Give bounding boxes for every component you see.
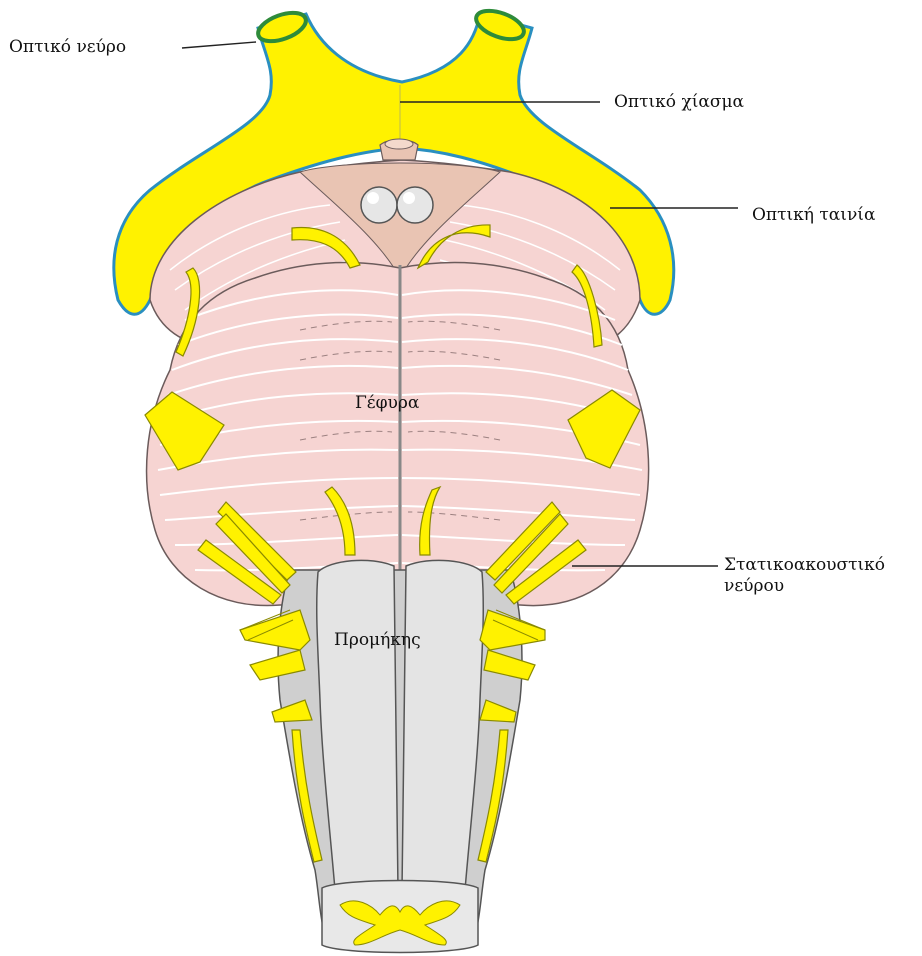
label-optic-nerve: Οπτικό νεύρο xyxy=(9,37,126,58)
label-vestibulocochlear-line1: Στατικοακουστικό xyxy=(724,555,885,576)
label-vestibulocochlear-line2: νεύρου xyxy=(724,576,885,597)
label-optic-tract: Οπτική ταινία xyxy=(752,205,875,226)
label-medulla: Προμήκης xyxy=(334,630,421,651)
label-vestibulocochlear: Στατικοακουστικό νεύρου xyxy=(724,555,885,597)
right-mammillary-body xyxy=(397,187,433,223)
leader-optic-nerve xyxy=(182,42,256,48)
left-mammillary-body xyxy=(361,187,397,223)
label-pons: Γέφυρα xyxy=(355,393,419,414)
label-optic-chiasm: Οπτικό χίασμα xyxy=(614,92,744,113)
